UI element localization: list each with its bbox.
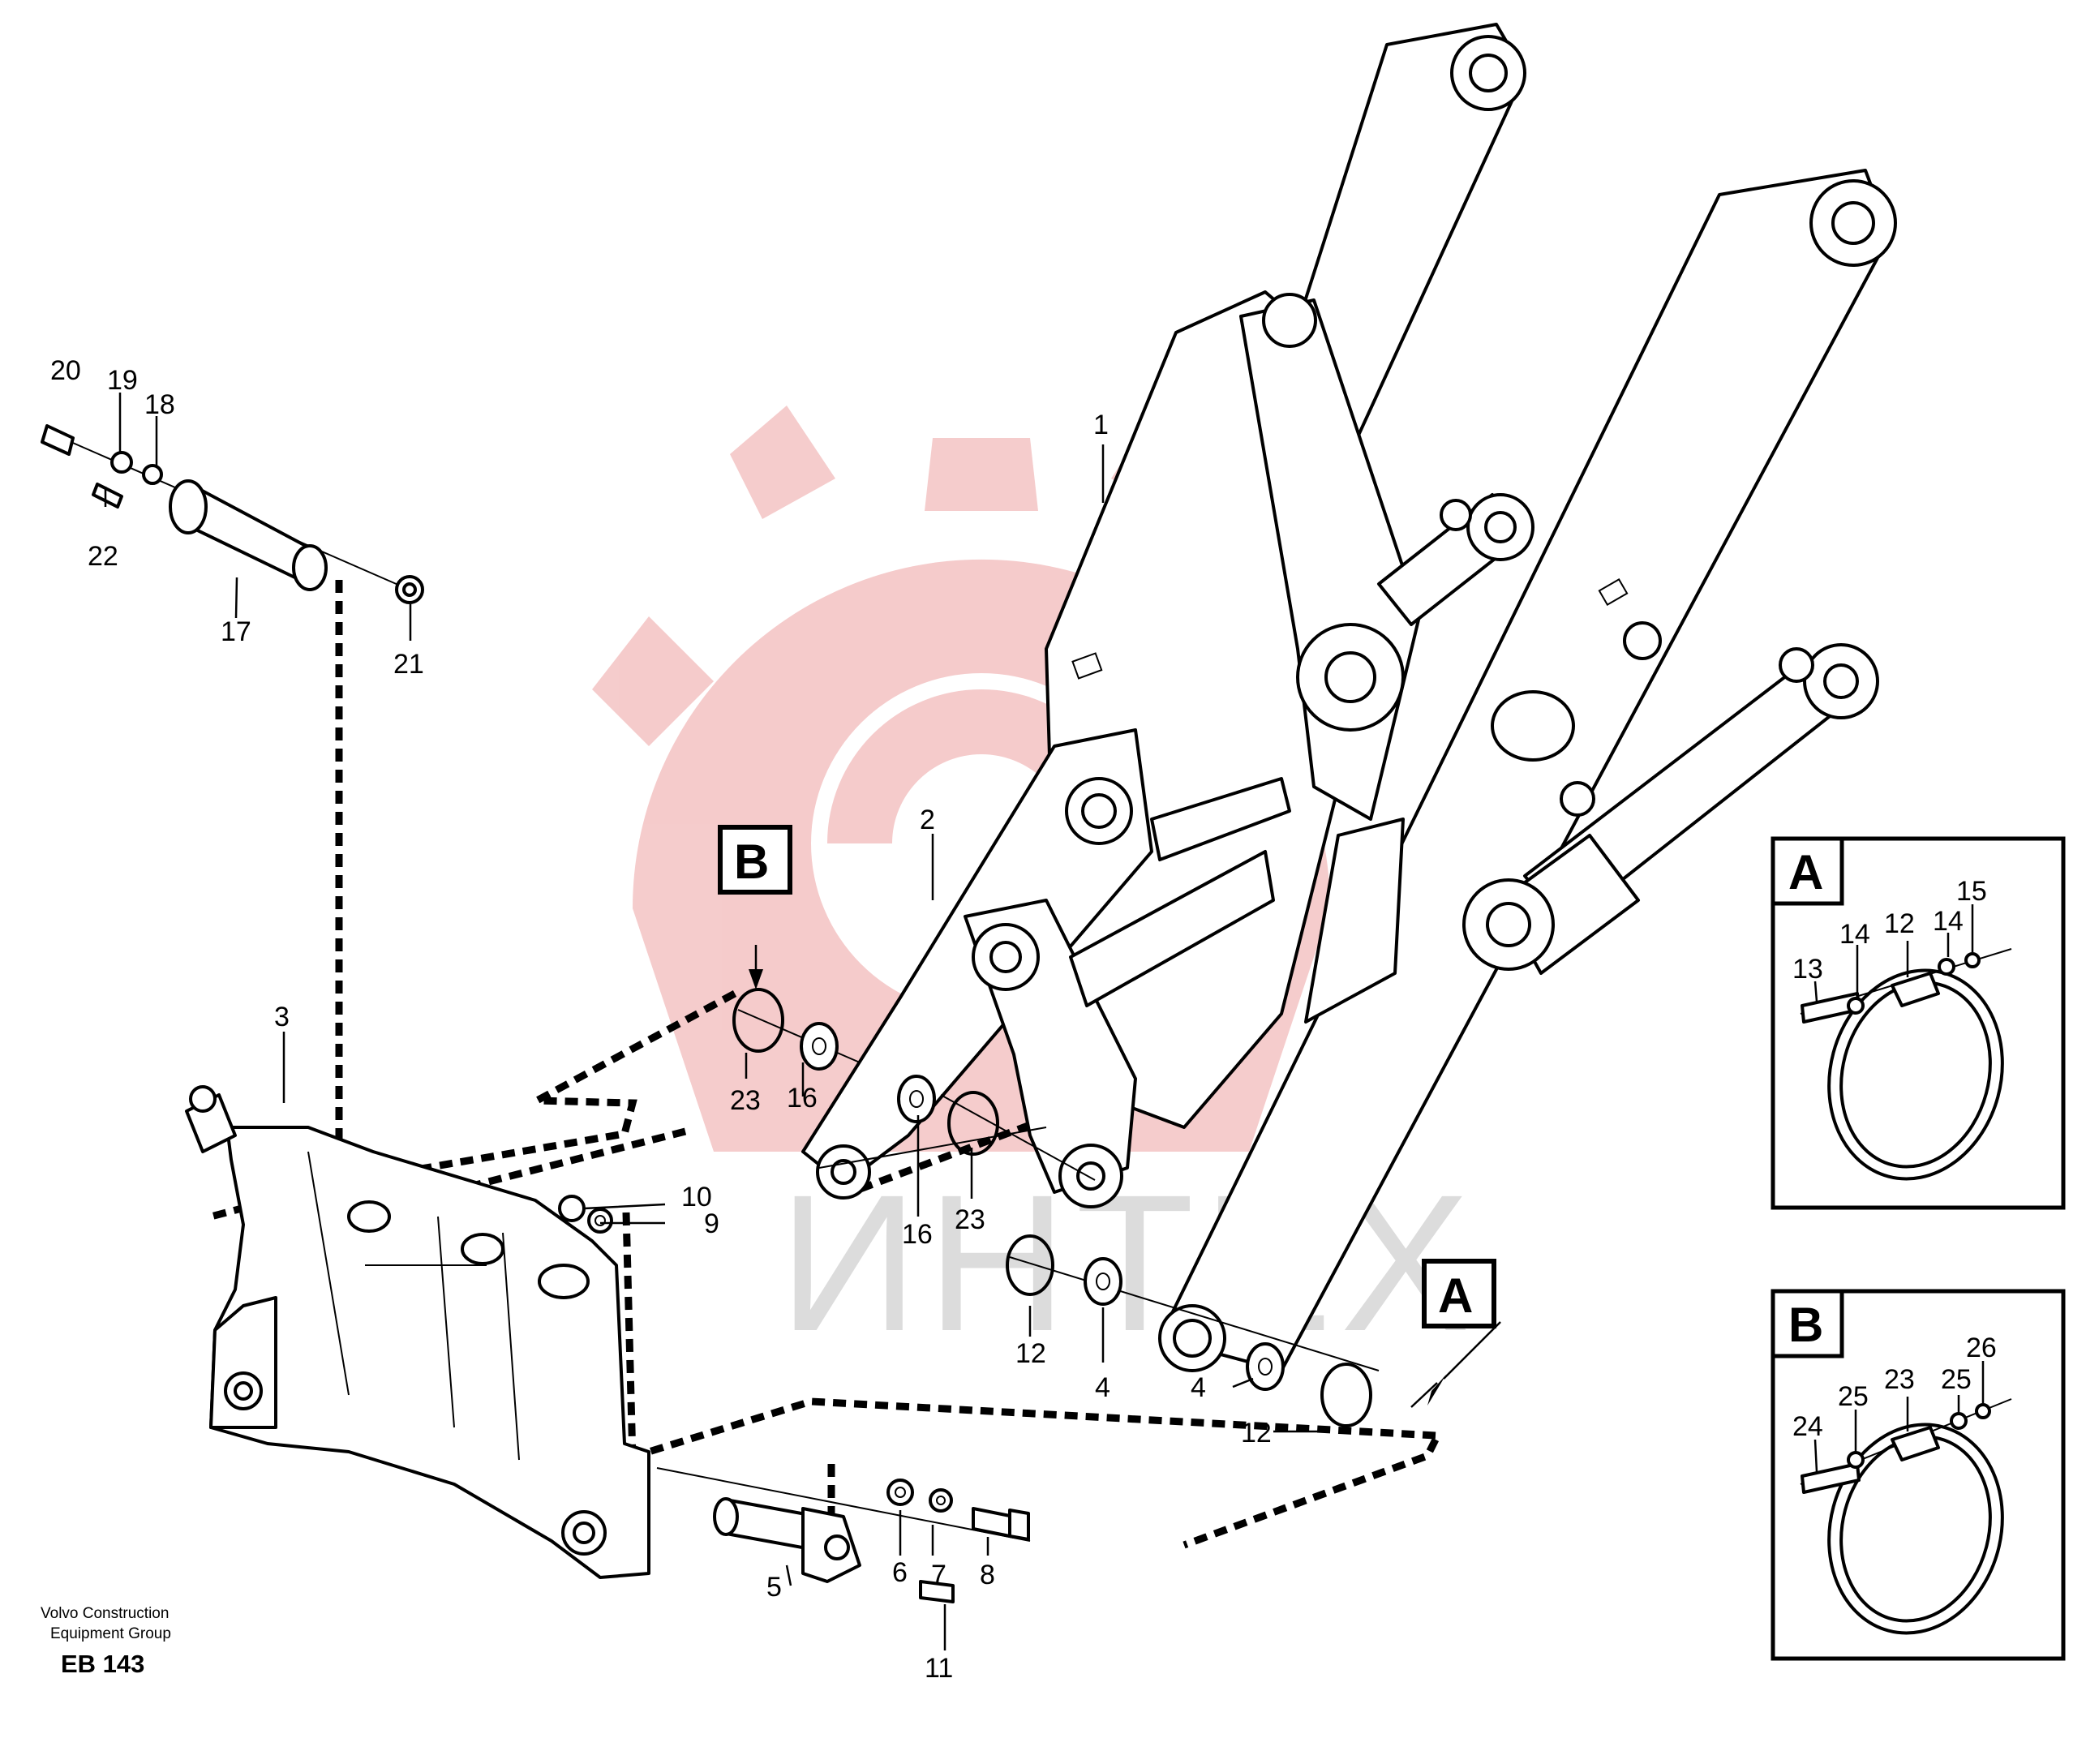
detail-A-part-14b: 14	[1933, 906, 1964, 937]
part-label-19: 19	[107, 365, 138, 396]
detail-A-part-12: 12	[1884, 908, 1915, 939]
part-label-16b: 16	[902, 1219, 933, 1250]
svg-text:B: B	[734, 835, 769, 889]
part-label-3: 3	[274, 1002, 290, 1032]
part-label-4: 4	[1095, 1372, 1110, 1403]
part-label-9: 9	[704, 1208, 719, 1239]
detail-A-part-14: 14	[1839, 919, 1870, 950]
detail-B-part-25b: 25	[1941, 1364, 1972, 1395]
part-label-7: 7	[931, 1560, 946, 1590]
part-label-17: 17	[221, 616, 251, 647]
detail-B-part-25: 25	[1838, 1381, 1869, 1412]
part-label-2: 2	[920, 805, 935, 835]
detail-B-part-26: 26	[1966, 1333, 1997, 1363]
detail-A-part-15: 15	[1956, 876, 1987, 907]
part-label-5: 5	[766, 1572, 782, 1603]
part-label-22: 22	[88, 541, 118, 572]
footer-company-line1: Volvo Construction	[41, 1605, 169, 1622]
part-label-18: 18	[144, 389, 175, 420]
part-label-4b: 4	[1191, 1372, 1206, 1403]
part-label-12: 12	[1015, 1338, 1046, 1369]
part-label-23: 23	[730, 1085, 761, 1116]
loose-parts	[41, 424, 1380, 1603]
part-label-11: 11	[925, 1653, 953, 1684]
callout-B: B	[718, 825, 792, 895]
svg-text:A: A	[1438, 1268, 1473, 1323]
part-label-6: 6	[892, 1557, 908, 1588]
svg-text:B: B	[1788, 1298, 1823, 1352]
detail-B-part-23: 23	[1884, 1364, 1915, 1395]
svg-text:A: A	[1788, 845, 1823, 899]
drawing-code: EB 143	[61, 1650, 144, 1678]
footer: Volvo Construction Equipment Group EB 14…	[41, 1605, 171, 1678]
part-label-23b: 23	[955, 1204, 985, 1235]
callout-A: A	[1422, 1259, 1496, 1328]
detail-B-part-24: 24	[1792, 1411, 1823, 1442]
detail-panel-A: A 13 14 12 14 15	[1771, 836, 2066, 1210]
part-label-10: 10	[681, 1182, 712, 1212]
part-label-8: 8	[980, 1560, 995, 1590]
part-labels: 1 2 3 4 4 5 6 7 8 9 10 11 12 12 16 16 17…	[50, 355, 1501, 1684]
part-label-16: 16	[787, 1083, 818, 1114]
detail-A-part-13: 13	[1792, 954, 1823, 985]
front-frame-bracket	[185, 1085, 650, 1579]
footer-company-line2: Equipment Group	[50, 1625, 171, 1642]
part-label-21: 21	[393, 649, 424, 680]
lift-arm-assembly	[801, 23, 1897, 1372]
part-label-1: 1	[1093, 410, 1109, 440]
part-label-20: 20	[50, 355, 81, 386]
part-label-12b: 12	[1241, 1418, 1272, 1449]
detail-panel-B: B 24 25 23 25 26	[1771, 1289, 2066, 1661]
